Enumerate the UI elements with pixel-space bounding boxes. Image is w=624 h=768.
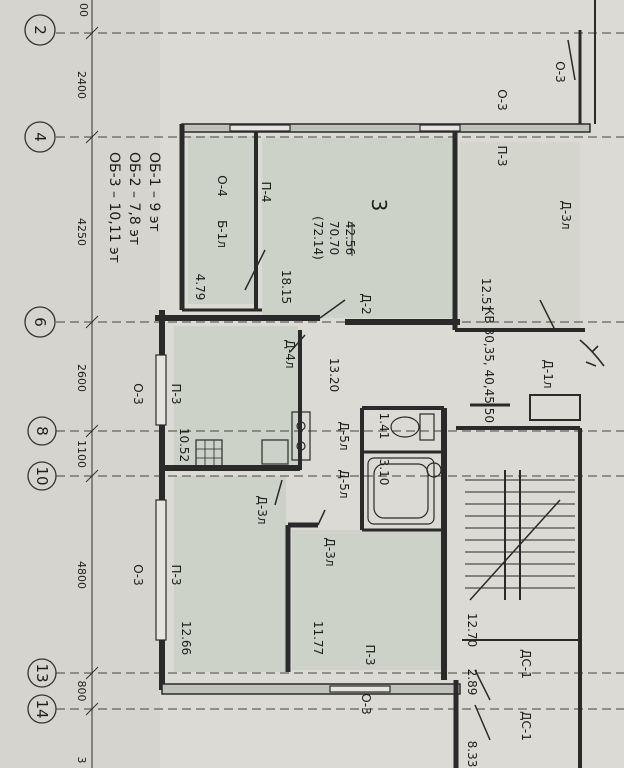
dimension-4800: 4800 xyxy=(75,561,88,589)
opening-o3-top: О-3 xyxy=(495,89,509,110)
door-d5-wc: Д-5л xyxy=(337,421,351,450)
apartment-numbers: КВ 30,35, 40,45,50 xyxy=(482,307,496,423)
dimension-4250: 4250 xyxy=(75,218,88,246)
sanitary-fixtures xyxy=(367,413,442,525)
area-wc: 1.41 xyxy=(377,413,391,440)
axis-label-10: 10 xyxy=(33,466,51,485)
door-d3-top: Д-3л xyxy=(559,200,573,229)
door-d3-low: Д-3л xyxy=(323,537,337,566)
dimension-1100: 1100 xyxy=(75,440,88,468)
door-swings xyxy=(244,39,576,741)
axis-label-4: 4 xyxy=(31,132,49,142)
dimension-labels: 00 2400 4250 2600 1100 4800 800 3 xyxy=(75,3,90,764)
paper-shade xyxy=(0,0,160,768)
door-ds1-a: ДС-1 xyxy=(519,649,533,679)
area-vestibule: 2.89 xyxy=(465,669,479,696)
dimension-800: 800 xyxy=(75,681,88,702)
door-ds1-b: ДС-1 xyxy=(519,711,533,741)
area-hall: 13.20 xyxy=(327,358,341,392)
rooms-count: 3 xyxy=(367,199,391,212)
opening-o3-bottom: О-3 xyxy=(359,693,373,714)
total-with-balcony: (72.14) xyxy=(311,216,325,260)
kitchen-sink xyxy=(261,439,289,465)
washbasin xyxy=(426,462,442,478)
area-room-right: 12.51 xyxy=(479,278,493,312)
windows xyxy=(155,124,461,693)
room-areas: 4.79 18.15 12.51 13.20 10.52 1.41 3.10 1… xyxy=(177,270,493,768)
dimension-3: 3 xyxy=(75,757,88,764)
legend-ob1: ОБ-1 – 9 эт xyxy=(146,152,162,232)
opening-o4: О-4 xyxy=(215,175,229,196)
door-d1: Д-1л xyxy=(541,359,555,388)
dimension-2600: 2600 xyxy=(75,364,88,392)
series-legend: ОБ-1 – 9 эт ОБ-2 – 7,8 эт ОБ-3 – 10,11 э… xyxy=(106,152,162,263)
opening-o3-corner: О-3 xyxy=(553,61,567,82)
kitchen-equipment xyxy=(195,411,311,467)
area-bedroom-left: 12.66 xyxy=(179,621,193,655)
axis-markers xyxy=(24,14,57,724)
door-d4: Д-4л xyxy=(283,339,297,368)
area-lobby: 8.33 xyxy=(465,741,479,768)
area-living-room: 18.15 xyxy=(279,270,293,304)
handwritten-arrow-mark xyxy=(579,339,605,367)
living-area: 42.56 xyxy=(343,221,357,255)
staircase xyxy=(465,470,575,601)
opening-marks: О-3 О-3 П-3 О-4 Б-1л П-4 П-3 О-3 П-3 О-3… xyxy=(131,61,567,714)
door-d2: Д-2 xyxy=(359,293,373,314)
apartment-label: 3 42.56 70.70 (72.14) КВ 30,35, 40,45,50 xyxy=(311,199,496,423)
toilet xyxy=(390,416,420,438)
bathtub xyxy=(367,457,435,525)
legend-ob3: ОБ-3 – 10,11 эт xyxy=(106,152,122,263)
opening-p3-room: П-3 xyxy=(169,565,183,586)
axis-label-2: 2 xyxy=(31,25,49,35)
axis-label-8: 8 xyxy=(33,426,51,436)
axis-label-14: 14 xyxy=(33,699,51,718)
opening-o3-kitchen: О-3 xyxy=(131,383,145,404)
area-stairwell: 12.70 xyxy=(465,613,479,647)
room-fills xyxy=(174,136,580,672)
axis-gridlines xyxy=(56,32,624,710)
area-kitchen: 10.52 xyxy=(177,428,191,462)
stove-grid xyxy=(195,439,223,467)
total-area: 70.70 xyxy=(327,221,341,255)
area-balcony: 4.79 xyxy=(193,274,207,301)
opening-b1: Б-1л xyxy=(215,220,229,248)
opening-p4: П-4 xyxy=(259,182,273,203)
axis-labels: 2 4 6 8 10 13 14 xyxy=(31,25,51,718)
dimension-chain xyxy=(85,0,99,768)
area-bedroom-right: 11.77 xyxy=(311,621,325,655)
axis-label-13: 13 xyxy=(33,663,51,682)
door-marks: Д-3л Д-2 Д-4л Д-1л Д-5л Д-5л Д-3л Д-3л Д… xyxy=(255,200,573,740)
dimension-2400: 2400 xyxy=(75,71,88,99)
opening-p3-kitchen: П-3 xyxy=(169,384,183,405)
door-d5-bath: Д-5л xyxy=(337,469,351,498)
dimension-00: 00 xyxy=(77,3,90,17)
opening-p3-bottom: П-3 xyxy=(363,645,377,666)
door-d3-mid: Д-3л xyxy=(255,495,269,524)
opening-p3-top: П-3 xyxy=(495,146,509,167)
area-bathroom: 3.10 xyxy=(377,459,391,486)
axis-label-6: 6 xyxy=(31,317,49,327)
opening-o3-room: О-3 xyxy=(131,564,145,585)
legend-ob2: ОБ-2 – 7,8 эт xyxy=(126,152,142,245)
